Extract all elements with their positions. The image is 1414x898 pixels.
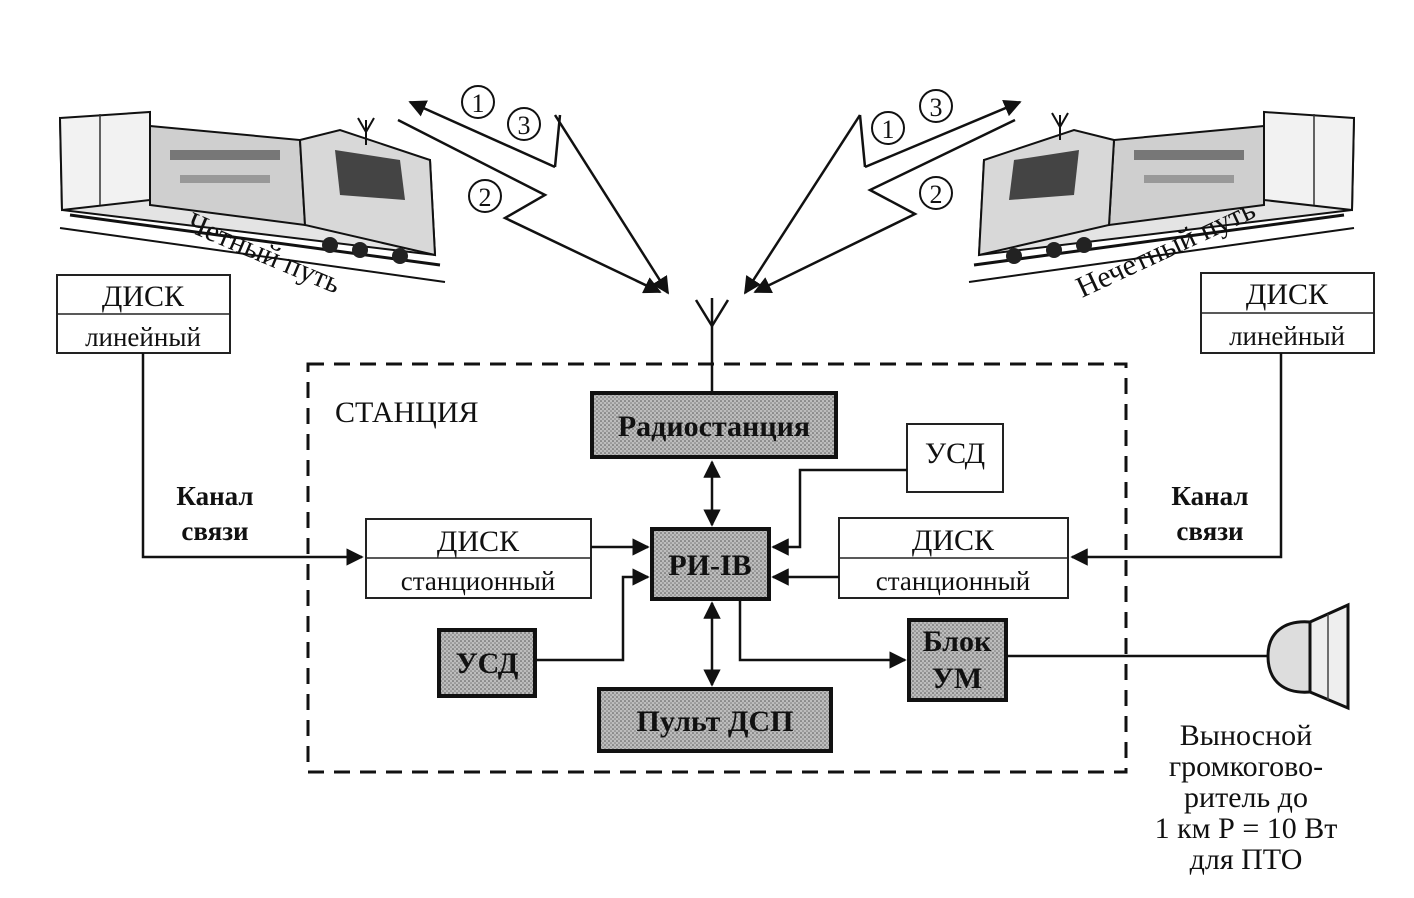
- signal-marker-right-1: 1: [871, 111, 905, 145]
- usd-bottom-box: УСД: [437, 628, 537, 698]
- internal-connections: [535, 460, 1270, 687]
- right-signal-arrows: [743, 100, 1022, 295]
- right-train-illustration: [968, 110, 1356, 283]
- svg-text:2: 2: [479, 183, 492, 212]
- svg-text:3: 3: [518, 111, 531, 140]
- svg-text:станционный: станционный: [401, 566, 555, 596]
- svg-text:УСД: УСД: [925, 437, 985, 470]
- disk-station-left-box: ДИСК станционный: [365, 518, 592, 599]
- usd-top-box: УСД: [906, 423, 1004, 493]
- svg-text:станционный: станционный: [876, 566, 1030, 596]
- svg-text:Радиостанция: Радиостанция: [618, 410, 810, 443]
- disk-linear-right-box: ДИСК линейный: [1200, 272, 1375, 354]
- svg-text:линейный: линейный: [1229, 321, 1345, 351]
- antenna-icon: [694, 298, 730, 392]
- svg-text:ритель до: ритель до: [1184, 781, 1308, 814]
- channel-left-line: [141, 353, 364, 566]
- svg-text:ДИСК: ДИСК: [102, 280, 185, 313]
- svg-text:ДИСК: ДИСК: [437, 525, 520, 558]
- svg-text:3: 3: [930, 93, 943, 122]
- svg-text:ДИСК: ДИСК: [1246, 278, 1329, 311]
- station-label: СТАНЦИЯ: [335, 396, 479, 429]
- svg-text:УМ: УМ: [932, 662, 982, 695]
- channel-right-label-1: Канал: [1171, 481, 1248, 511]
- svg-text:УСД: УСД: [456, 647, 519, 680]
- radio-station-box: Радиостанция: [590, 391, 838, 459]
- svg-text:Пульт ДСП: Пульт ДСП: [636, 705, 793, 738]
- ri-1v-box: РИ-IВ: [650, 527, 771, 601]
- loudspeaker-icon: [1266, 602, 1350, 711]
- svg-text:громкогово-: громкогово-: [1169, 750, 1323, 783]
- svg-text:1 км Р = 10 Вт: 1 км Р = 10 Вт: [1155, 812, 1338, 845]
- channel-right-line: [1070, 353, 1283, 566]
- signal-marker-left-3: 3: [507, 107, 541, 141]
- svg-text:линейный: линейный: [85, 322, 201, 352]
- blok-um-box: Блок УМ: [907, 618, 1008, 702]
- svg-text:для ПТО: для ПТО: [1190, 843, 1303, 876]
- disk-station-right-box: ДИСК станционный: [838, 517, 1069, 599]
- signal-marker-left-2: 2: [468, 179, 502, 213]
- svg-text:РИ-IВ: РИ-IВ: [668, 549, 751, 582]
- channel-left-label-1: Канал: [176, 481, 253, 511]
- left-signal-arrows: [397, 100, 670, 295]
- svg-text:Выносной: Выносной: [1180, 719, 1312, 752]
- station-boundary: [306, 362, 1128, 774]
- svg-text:1: 1: [882, 115, 895, 144]
- left-train-illustration: [58, 110, 446, 283]
- svg-text:ДИСК: ДИСК: [912, 524, 995, 557]
- channel-right-label-2: связи: [1176, 516, 1243, 546]
- svg-text:2: 2: [930, 180, 943, 209]
- signal-marker-left-1: 1: [461, 85, 495, 119]
- signal-marker-right-2: 2: [919, 176, 953, 210]
- pult-dsp-box: Пульт ДСП: [597, 687, 833, 753]
- disk-linear-left-box: ДИСК линейный: [56, 274, 231, 354]
- signal-marker-right-3: 3: [919, 89, 953, 123]
- svg-text:Блок: Блок: [923, 625, 992, 658]
- svg-text:1: 1: [472, 89, 485, 118]
- channel-left-label-2: связи: [181, 516, 248, 546]
- speaker-caption: Выносной громкогово- ритель до 1 км Р = …: [1155, 719, 1338, 876]
